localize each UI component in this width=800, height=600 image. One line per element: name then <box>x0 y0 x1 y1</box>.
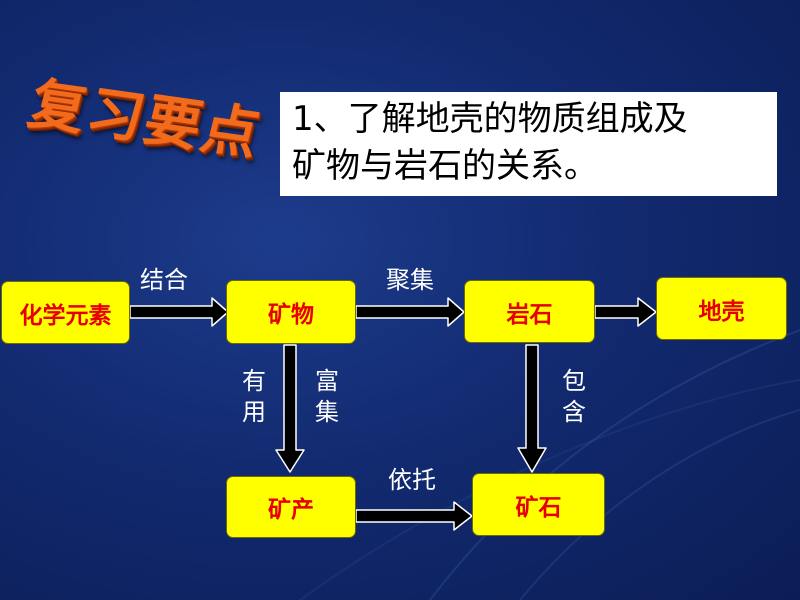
label-rely: 依托 <box>388 466 436 494</box>
label-combine: 结合 <box>140 266 188 294</box>
label-contain: 包 含 <box>560 366 588 428</box>
label-enrich-1: 富 <box>315 367 339 395</box>
node-ore: 矿石 <box>472 473 605 536</box>
arrow-mineral-to-resource <box>275 344 305 473</box>
heading-line-2: 矿物与岩石的关系。 <box>292 146 598 186</box>
label-gather: 聚集 <box>386 266 434 294</box>
node-mineral: 矿物 <box>226 280 356 344</box>
label-contain-2: 含 <box>562 398 586 426</box>
heading-line-1: 1、了解地壳的物质组成及 <box>292 99 688 139</box>
arrow-rock-to-ore <box>517 344 547 473</box>
arrow-element-to-mineral <box>129 297 229 327</box>
label-useful-1: 有 <box>242 367 266 395</box>
node-mineral-resource: 矿产 <box>226 476 356 538</box>
label-contain-1: 包 <box>562 367 586 395</box>
heading-box: 1、了解地壳的物质组成及 矿物与岩石的关系。 <box>280 92 777 196</box>
arrow-resource-to-ore <box>355 501 473 531</box>
node-crust: 地壳 <box>656 277 787 340</box>
arrow-rock-to-crust <box>594 297 657 327</box>
node-chemical-elements: 化学元素 <box>1 281 130 344</box>
node-rock: 岩石 <box>464 280 595 343</box>
label-useful-2: 用 <box>242 398 266 426</box>
label-enrich: 富 集 <box>313 366 341 428</box>
label-useful: 有 用 <box>240 366 268 428</box>
label-enrich-2: 集 <box>315 398 339 426</box>
arrow-mineral-to-rock <box>355 297 465 327</box>
